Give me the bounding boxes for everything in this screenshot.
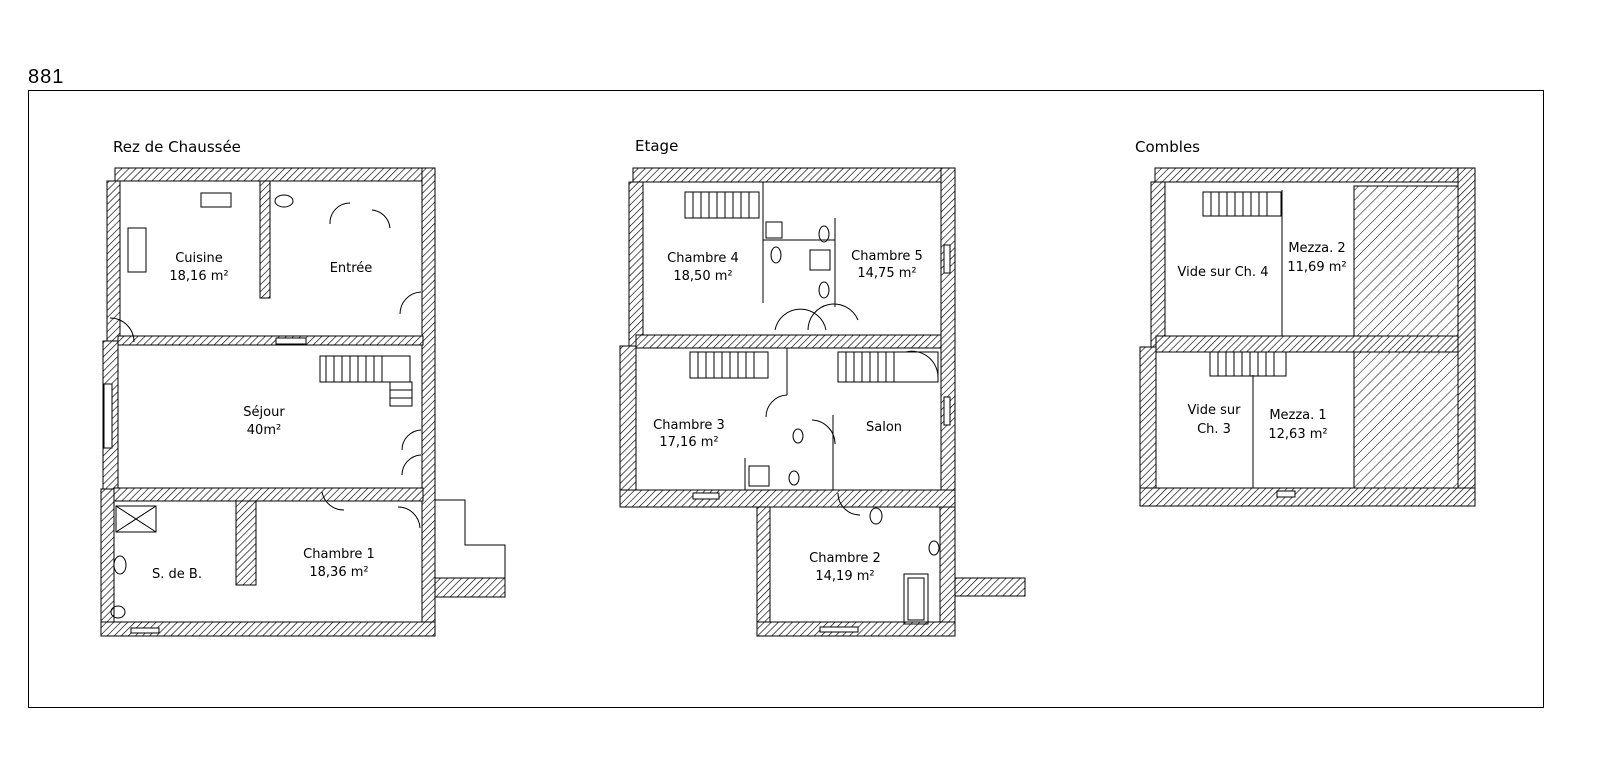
ground-wall-mid-1 (117, 335, 424, 346)
attic-wall-left-lower (1139, 346, 1157, 507)
first-annex-wall (954, 577, 1026, 597)
first-doors (765, 303, 861, 516)
label-chambre3-area: 17,16 m² (659, 435, 718, 450)
label-cuisine-area: 18,16 m² (169, 269, 228, 284)
attic-window (1276, 490, 1296, 498)
label-chambre3: Chambre 3 (653, 418, 725, 433)
ground-doors (109, 202, 422, 529)
label-mezza2: Mezza. 2 (1288, 241, 1345, 256)
ground-basin (110, 605, 126, 619)
ground-toilet (113, 555, 127, 575)
plan-number: 881 (28, 66, 65, 88)
attic-plan (1139, 167, 1476, 507)
ground-wall-top (114, 167, 436, 182)
first-wall-left-upper (628, 181, 644, 347)
label-sejour: Séjour (243, 405, 285, 420)
first-room-labels: Chambre 4 18,50 m² Chambre 5 14,75 m² Ch… (653, 249, 923, 584)
ground-floor-plan (100, 167, 506, 637)
attic-wall-left-upper (1150, 181, 1166, 348)
attic-title: Combles (1135, 138, 1200, 156)
first-floor-plan (619, 167, 1026, 637)
ground-kitchen-counter (127, 227, 147, 273)
label-entree: Entrée (330, 261, 373, 276)
label-chambre2: Chambre 2 (809, 551, 881, 566)
ground-wall-left-lower (100, 488, 115, 636)
attic-partitions (1252, 190, 1283, 488)
ground-wall-kitchen-entry (259, 180, 271, 299)
label-mezza2-area: 11,69 m² (1287, 260, 1346, 275)
ground-wall-right (421, 167, 436, 637)
first-wall-ch2-right (939, 506, 956, 637)
label-vide3-line2: Ch. 3 (1197, 422, 1231, 437)
label-vide3-line1: Vide sur (1188, 403, 1242, 418)
label-chambre1: Chambre 1 (303, 547, 375, 562)
first-wall-left-lower (619, 345, 637, 508)
label-chambre1-area: 18,36 m² (309, 565, 368, 580)
label-chambre4: Chambre 4 (667, 251, 739, 266)
first-floor-title: Etage (635, 137, 679, 155)
first-partitions (744, 182, 836, 490)
attic-wall-top (1154, 167, 1476, 183)
first-stairs (684, 191, 939, 383)
label-sejour-area: 40m² (247, 423, 281, 438)
ground-room-labels: Cuisine 18,16 m² Entrée Séjour 40m² S. d… (152, 251, 375, 582)
first-wall-bottom (619, 489, 956, 508)
attic-wall-bottom (1139, 487, 1476, 507)
first-wall-ch2-left (756, 506, 771, 637)
label-vide4: Vide sur Ch. 4 (1178, 265, 1269, 280)
label-chambre2-area: 14,19 m² (815, 569, 874, 584)
first-windows (692, 244, 951, 633)
attic-roof-void-lower (1353, 351, 1459, 489)
ground-wall-left-upper (106, 180, 121, 342)
attic-room-labels: Vide sur Ch. 4 Mezza. 2 11,69 m² Vide su… (1178, 241, 1347, 442)
ground-shower (115, 505, 157, 533)
first-wall-right (940, 167, 956, 509)
ground-floor-title: Rez de Chaussée (113, 138, 241, 156)
first-fixtures (748, 221, 940, 625)
first-wall-mid (635, 334, 942, 349)
ground-stairs (319, 355, 413, 407)
ground-wc (274, 194, 294, 208)
label-mezza1: Mezza. 1 (1269, 408, 1326, 423)
drawing-frame (28, 90, 1544, 708)
ground-wall-mid-2 (113, 487, 424, 502)
attic-wall-mid (1155, 335, 1459, 353)
label-sdb: S. de B. (152, 567, 202, 582)
attic-roof-void-upper (1353, 185, 1459, 337)
ground-wall-bath (235, 500, 257, 586)
label-mezza1-area: 12,63 m² (1268, 427, 1327, 442)
label-salon: Salon (866, 420, 902, 435)
ground-windows (103, 337, 307, 634)
attic-wall-right (1457, 167, 1476, 507)
attic-stairs (1202, 191, 1287, 377)
label-chambre5-area: 14,75 m² (857, 266, 916, 281)
ground-kitchen-sink (200, 192, 232, 208)
first-wall-top (632, 167, 956, 183)
label-cuisine: Cuisine (175, 251, 223, 266)
ground-wall-bottom (100, 621, 436, 637)
label-chambre4-area: 18,50 m² (673, 269, 732, 284)
ground-annex-wall (434, 577, 506, 598)
label-chambre5: Chambre 5 (851, 249, 923, 264)
